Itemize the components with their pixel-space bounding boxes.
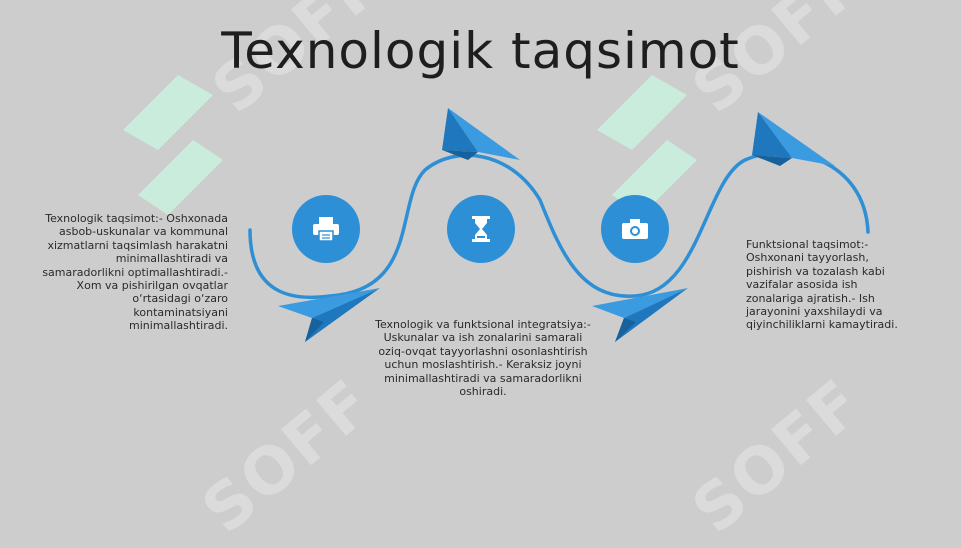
printer-icon: [313, 217, 339, 242]
watermark-logo-icon: [123, 75, 223, 215]
step-3-text: Funktsional taqsimot:- Oshxonani tayyorl…: [746, 238, 898, 332]
paper-plane-icon: [442, 108, 520, 160]
paper-plane-icon: [592, 288, 688, 342]
slide-title: Texnologik taqsimot: [221, 22, 740, 80]
paper-plane-icon: [278, 288, 380, 342]
step-1-text: Texnologik taqsimot:- Oshxonada asbob-us…: [42, 212, 228, 333]
paper-plane-icon: [752, 112, 835, 166]
step-2-circle: [447, 195, 515, 263]
camera-icon: [622, 219, 648, 239]
step-2-text: Texnologik va funktsional integratsiya:-…: [375, 318, 591, 399]
step-3-circle: [601, 195, 669, 263]
step-1-circle: [292, 195, 360, 263]
hourglass-icon: [472, 216, 490, 242]
